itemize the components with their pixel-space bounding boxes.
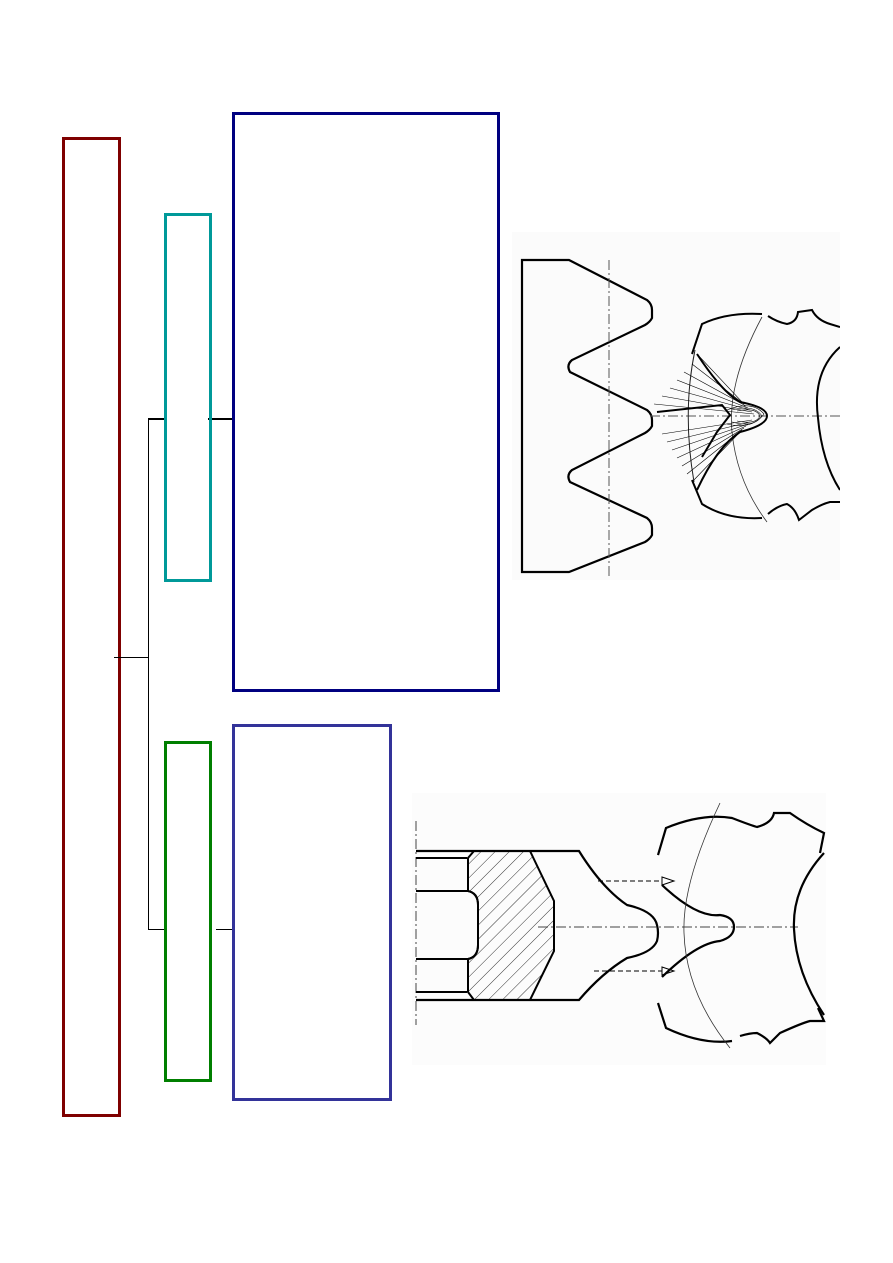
gear-bore xyxy=(816,346,840,491)
connector-branch1-in xyxy=(148,418,166,420)
envelope-lines xyxy=(653,353,765,483)
gear-tooth-space xyxy=(661,884,736,978)
generated-tooth-flank xyxy=(696,353,769,491)
branch-1-box xyxy=(164,213,212,582)
root-node-box xyxy=(62,137,121,1117)
connector-root-stub xyxy=(114,657,149,658)
drawing-background xyxy=(412,793,826,1065)
gear-bore xyxy=(792,852,825,1016)
cutter-hatched-section xyxy=(467,850,555,1001)
connector-branch2-out xyxy=(216,929,234,930)
gear-pitch-circle xyxy=(683,802,731,1049)
branch-1-description-box xyxy=(232,112,500,692)
gear-outline xyxy=(691,308,840,522)
branch-2-box xyxy=(164,741,212,1082)
rack-tooth-position xyxy=(656,403,732,458)
branch-2-description-box xyxy=(232,724,392,1101)
connector-trunk xyxy=(148,418,149,930)
gear-pitch-circle xyxy=(731,316,768,523)
rack-cutter-gear-drawing xyxy=(512,232,840,580)
connector-branch2-in xyxy=(148,929,166,930)
gear-addendum-arc xyxy=(687,349,696,483)
rack-profile xyxy=(520,258,654,574)
connector-branch1-out xyxy=(208,418,234,420)
cutter-body-outline xyxy=(416,849,660,1002)
form-milling-cutter-drawing xyxy=(412,793,826,1065)
